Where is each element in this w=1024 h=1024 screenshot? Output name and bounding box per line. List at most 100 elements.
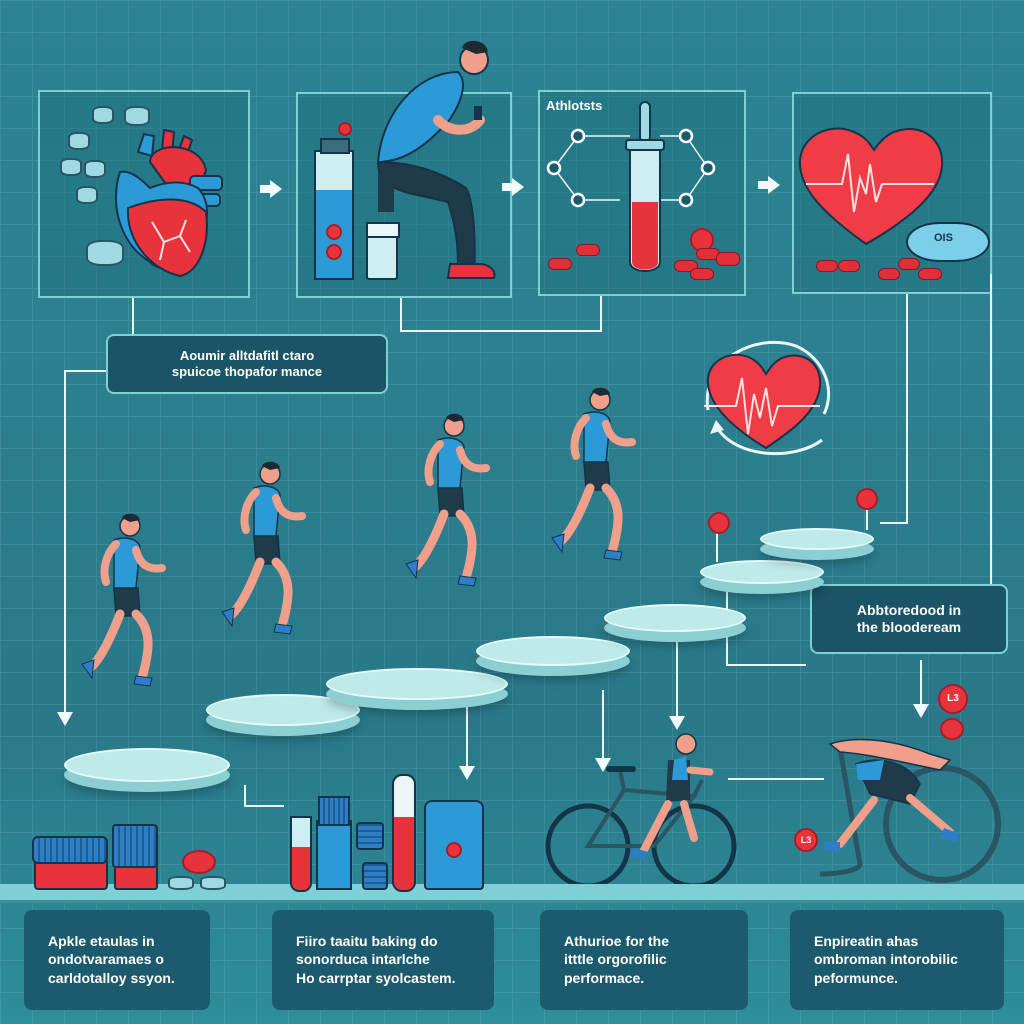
- connector-line: [244, 805, 284, 807]
- stair-step: [700, 560, 824, 584]
- callout-top-line2: spuicoe thopafor mance: [171, 364, 323, 379]
- red-pill-icon: [816, 260, 838, 272]
- cyclist-icon: [545, 733, 737, 889]
- card-line: ondotvaramaes o: [48, 951, 164, 968]
- jar-lid-icon: [32, 836, 108, 864]
- panel-athlete-supplement: [296, 40, 512, 298]
- jar-lid-icon: [112, 824, 158, 868]
- pill-disc-icon: [86, 240, 124, 266]
- pill-disc-icon: [124, 106, 150, 126]
- red-bead-icon: [326, 224, 342, 240]
- arrow-down-icon: [669, 716, 685, 730]
- jar-lid-icon: [366, 222, 400, 238]
- pill-bottle-cap-icon: [906, 222, 990, 262]
- pill-disc-icon: [76, 186, 98, 204]
- connector-line: [400, 330, 600, 332]
- test-tube-icon: [314, 150, 354, 280]
- card-line: Enpireatin ahas: [814, 933, 919, 949]
- motion-line: [728, 778, 824, 780]
- heart-rate-cycle-icon: [704, 340, 831, 456]
- pill-stack-icon: [356, 822, 384, 850]
- marker-ball-icon: [708, 512, 730, 534]
- connector-line: [880, 522, 908, 524]
- connector-line: [726, 664, 806, 666]
- red-bead-icon: [338, 122, 352, 136]
- connector-line: [400, 298, 402, 330]
- marker-ball-icon: L3: [794, 828, 818, 852]
- pill-disc-icon: [200, 876, 226, 890]
- pill-label: OIS: [934, 232, 953, 244]
- red-pill-icon: [878, 268, 900, 280]
- connector-line: [906, 294, 908, 524]
- card-line: itttle orgorofilic: [564, 951, 667, 968]
- connector-line: [466, 700, 468, 770]
- arrow-down-icon: [57, 712, 73, 726]
- molecule-structure-icon: [546, 101, 716, 272]
- arrow-right-icon: [502, 178, 524, 196]
- tube-cap-icon: [320, 138, 350, 154]
- card-line: Ho carrptar syolcastem.: [296, 969, 456, 986]
- red-pill-icon: [548, 258, 572, 270]
- arrow-right-icon: [758, 176, 780, 194]
- anatomical-heart-icon: [114, 128, 223, 278]
- card-line: Apkle etaulas in: [48, 933, 155, 949]
- red-pill-icon: [576, 244, 600, 256]
- pill-disc-icon: [84, 160, 106, 178]
- callout-right: Abbtoredood in the bloodeream: [810, 584, 1008, 654]
- supplement-jar-icon: [114, 864, 158, 890]
- info-card-2: Fiiro taaitu baking do sonorduca intarlc…: [272, 910, 494, 1010]
- connector-line: [866, 502, 868, 530]
- shelf: [0, 884, 1024, 900]
- info-card-4: Enpireatin ahas ombroman intorobilic pef…: [790, 910, 1004, 1010]
- stair-step: [206, 694, 360, 726]
- connector-line: [600, 296, 602, 332]
- card-line: performace.: [564, 969, 645, 986]
- cyclist-aero-icon: [819, 738, 1001, 883]
- connector-line: [990, 274, 992, 584]
- card-line: sonorduca intarlche: [296, 951, 430, 968]
- connector-line: [920, 660, 922, 704]
- blood-vial-icon: [392, 774, 416, 892]
- panel-blood-tube: Athlotsts: [538, 90, 746, 296]
- connector-line: [244, 785, 246, 805]
- card-line: Athurioe for the: [564, 933, 669, 949]
- red-pill-icon: [898, 258, 920, 270]
- info-card-1: Apkle etaulas in ondotvaramaes o carldot…: [24, 910, 210, 1010]
- bottle-cap-icon: [318, 796, 350, 826]
- pill-disc-icon: [68, 132, 90, 150]
- stair-step: [760, 528, 874, 550]
- marker-ball-icon: [856, 488, 878, 510]
- panel-title: Athlotsts: [546, 98, 603, 113]
- ball-label: L3: [947, 693, 959, 704]
- athlete-crouching-icon: [376, 40, 496, 279]
- connector-line: [716, 528, 718, 562]
- connector-line: [132, 298, 134, 336]
- panel-heartbeat: OIS: [792, 92, 992, 294]
- red-bead-icon: [326, 244, 342, 260]
- callout-top: Aoumir alltdafitl ctaro spuicoe thopafor…: [106, 334, 388, 394]
- red-pill-icon: [690, 268, 714, 280]
- callout-right-line2: the bloodeream: [856, 619, 962, 635]
- pill-disc-icon: [92, 106, 114, 124]
- stair-step: [476, 636, 630, 666]
- marker-ball-icon: L3: [938, 684, 968, 714]
- callout-top-line1: Aoumir alltdafitl ctaro: [179, 347, 315, 363]
- red-tablet-icon: [182, 850, 216, 874]
- stair-step: [64, 748, 230, 782]
- red-pill-icon: [716, 252, 740, 266]
- connector-line: [602, 690, 604, 760]
- runner-icon: [40, 380, 740, 760]
- blood-vial-icon: [290, 816, 312, 892]
- marker-ball-icon: [940, 718, 964, 740]
- pill-disc-icon: [168, 876, 194, 890]
- heart-pulse-icon: [798, 127, 944, 246]
- ball-label: L3: [800, 835, 812, 845]
- red-pill-icon: [918, 268, 942, 280]
- panel-heart: [38, 90, 250, 298]
- arrow-down-icon: [913, 704, 929, 718]
- connector-line: [676, 640, 678, 720]
- pill-disc-icon: [60, 158, 82, 176]
- card-line: carldotalloy ssyon.: [48, 969, 175, 986]
- card-line: ombroman intorobilic: [814, 951, 958, 968]
- connector-line: [64, 370, 106, 372]
